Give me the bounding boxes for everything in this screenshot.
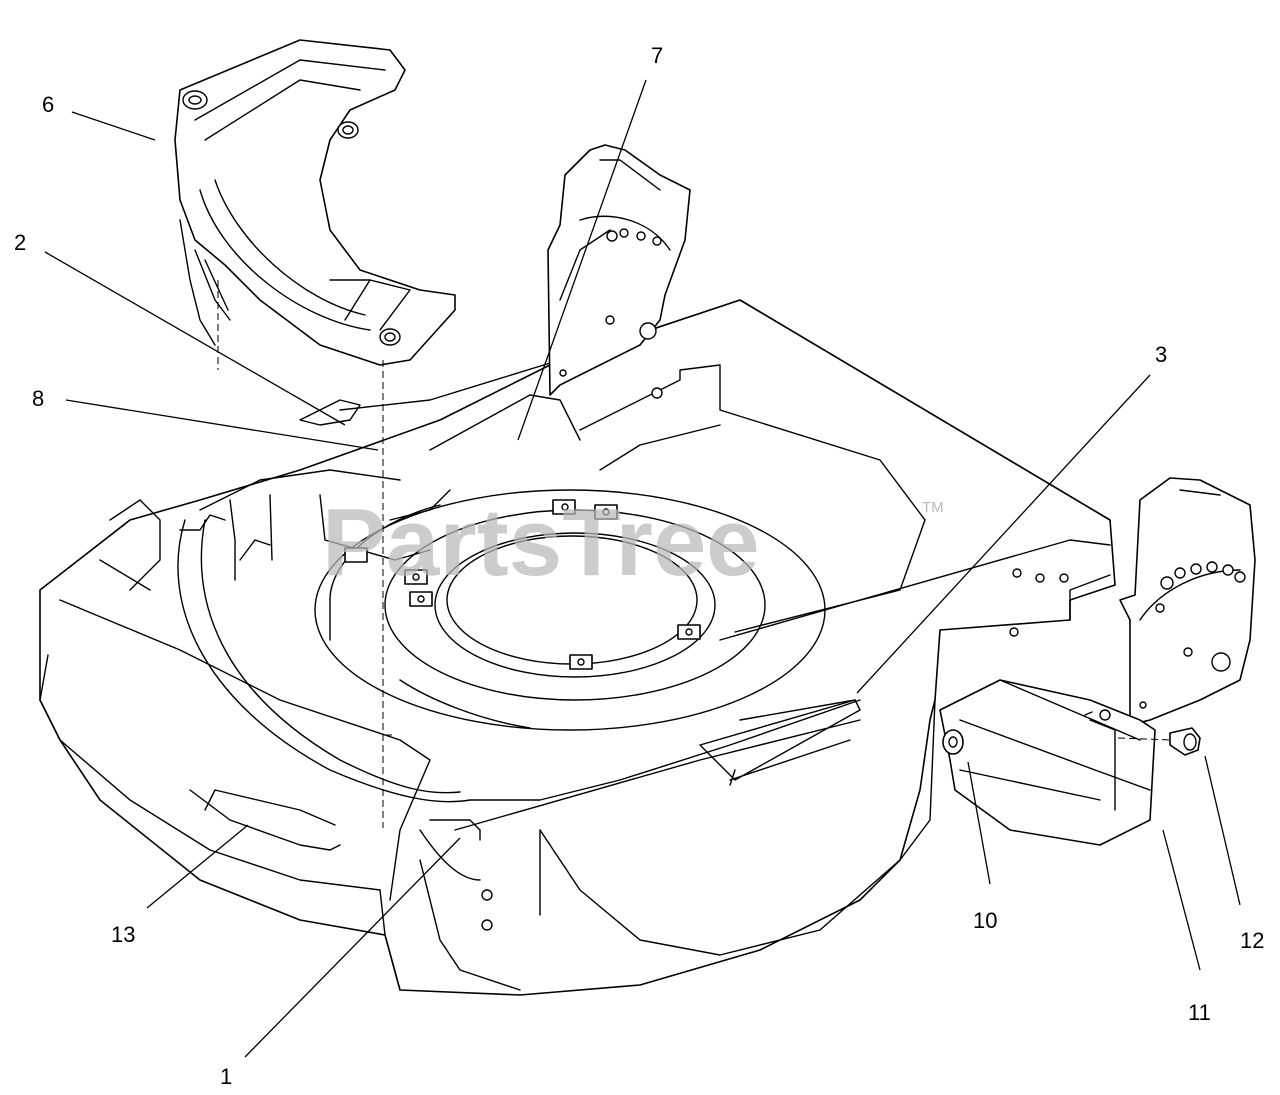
rear-axle-assembly (939, 679, 1201, 846)
callout-11: 11 (1188, 1000, 1211, 1025)
callout-7: 7 (651, 43, 663, 68)
callout-6: 6 (42, 92, 54, 117)
callout-3: 3 (1155, 342, 1167, 367)
watermark-trademark: TM (922, 499, 944, 516)
mower-deck-housing (39, 299, 1116, 996)
upper-shroud-part (174, 39, 456, 370)
rear-wheel-bracket (547, 144, 691, 399)
callout-8: 8 (32, 386, 44, 411)
callout-12: 12 (1240, 928, 1264, 953)
right-wheel-bracket (1119, 477, 1256, 726)
callout-13: 13 (111, 922, 135, 947)
decal-outline (699, 699, 861, 781)
decal-outline (299, 399, 361, 426)
callout-1: 1 (220, 1064, 232, 1089)
watermark: PartsTree (322, 489, 760, 596)
callout-10: 10 (973, 908, 997, 933)
leader-lines (44, 79, 1241, 1058)
blade-housing-ring (314, 489, 826, 731)
callout-2: 2 (14, 230, 26, 255)
